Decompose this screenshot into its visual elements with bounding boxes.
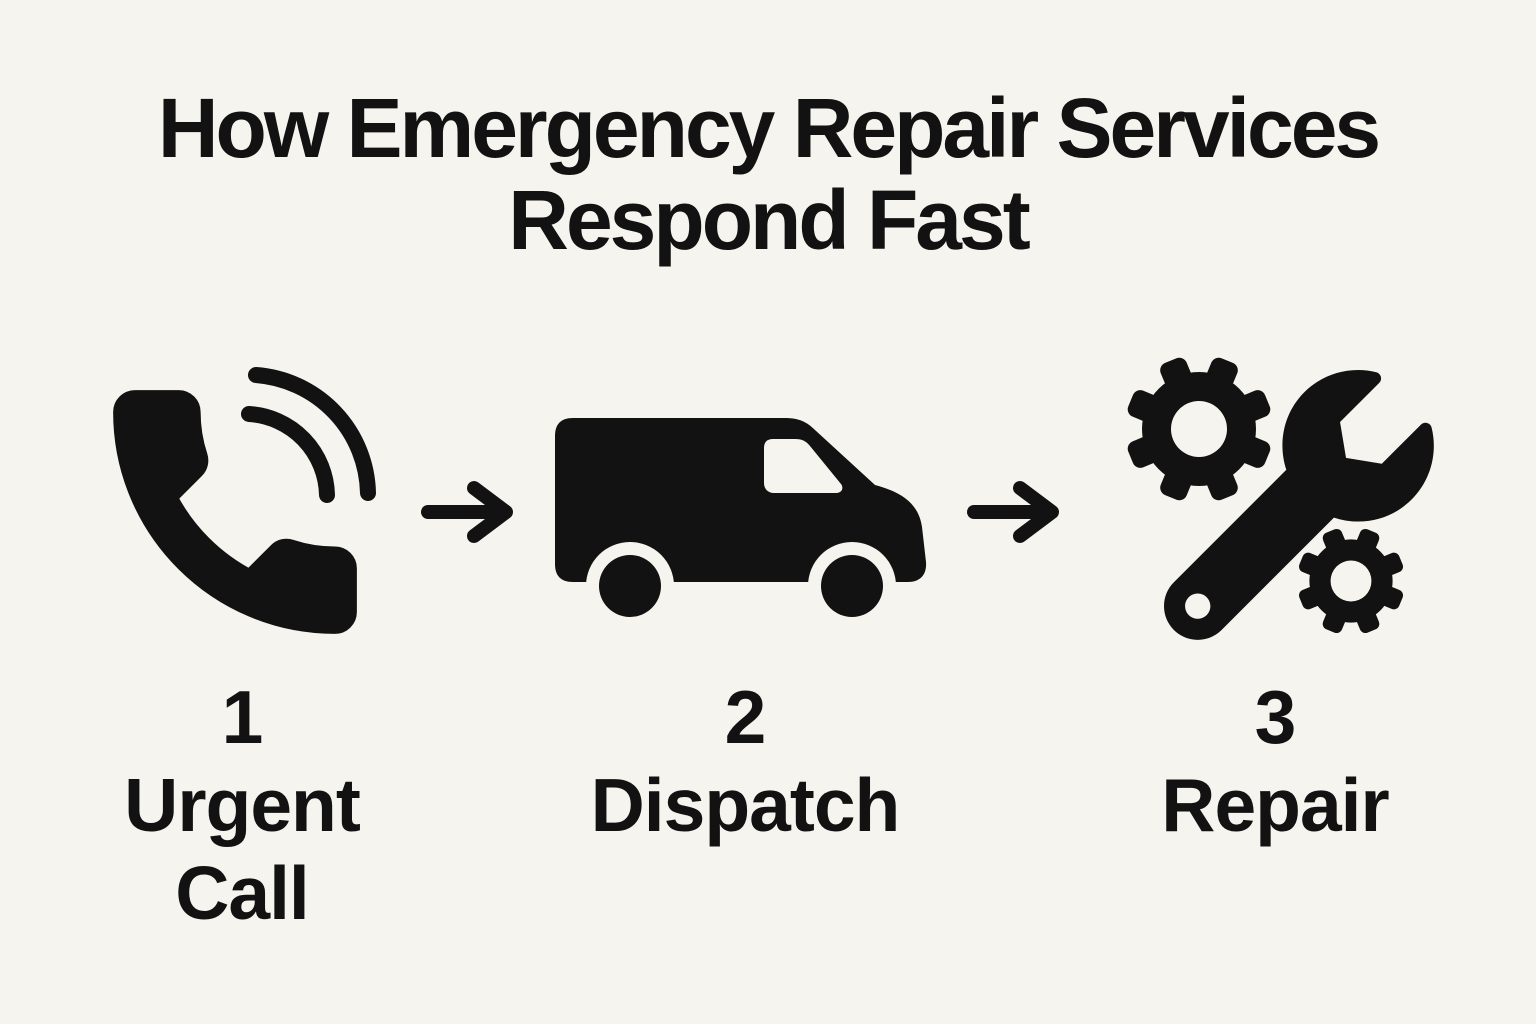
service-van-icon xyxy=(545,405,940,633)
title-line-2: Respond Fast xyxy=(508,173,1030,267)
right-arrow-svg xyxy=(967,481,1059,543)
wrench xyxy=(1163,370,1434,640)
step-3-label-block: 3 Repair xyxy=(1085,673,1465,849)
right-arrow-svg xyxy=(421,481,513,543)
step-1-label-block: 1 Urgent Call xyxy=(92,673,392,937)
small-gear xyxy=(1298,528,1404,634)
step-3-number: 3 xyxy=(1254,675,1297,759)
step-1-label: Urgent Call xyxy=(124,763,361,935)
right-arrow-icon xyxy=(964,478,1070,546)
step-2-number: 2 xyxy=(724,675,767,759)
title-line-1: How Emergency Repair Services xyxy=(157,81,1381,175)
step-1-number: 1 xyxy=(221,675,264,759)
page-title: How Emergency Repair Services Respond Fa… xyxy=(0,82,1536,266)
wrench-gears-svg xyxy=(1127,357,1434,640)
sound-wave-inner xyxy=(241,406,335,503)
step-3-label: Repair xyxy=(1161,763,1389,847)
large-gear xyxy=(1127,357,1271,501)
phone-call-icon-svg xyxy=(113,367,376,634)
sound-wave-outer xyxy=(248,367,376,501)
step-2-label: Dispatch xyxy=(590,763,901,847)
phone-call-icon xyxy=(112,362,382,642)
van-body xyxy=(555,418,927,582)
front-wheel xyxy=(821,555,883,617)
service-van-svg xyxy=(555,418,927,630)
step-2-label-block: 2 Dispatch xyxy=(555,673,935,849)
wrench-gears-icon xyxy=(1118,348,1440,650)
right-arrow-icon xyxy=(418,478,524,546)
rear-wheel xyxy=(599,555,661,617)
van-window xyxy=(764,439,843,493)
